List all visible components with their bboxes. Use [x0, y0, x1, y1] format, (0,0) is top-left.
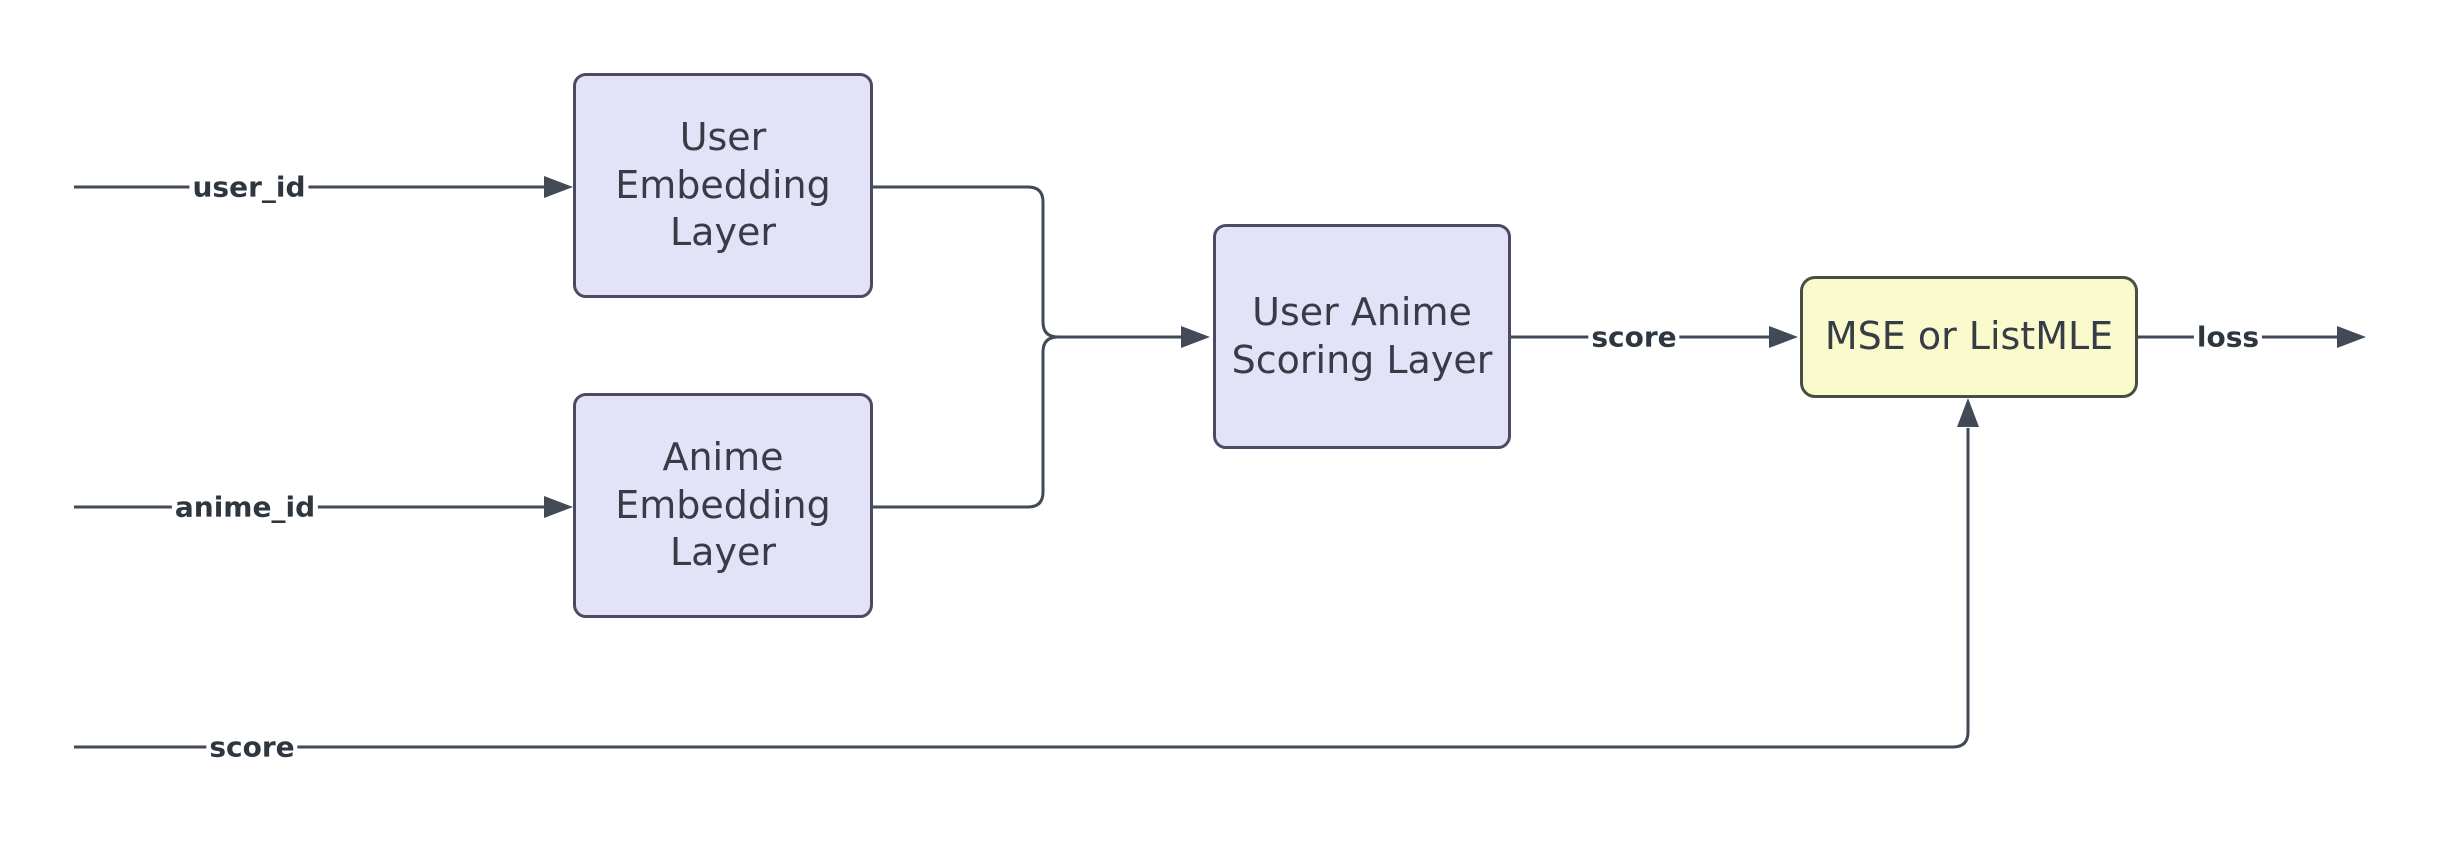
edge-user-id-arrowhead-icon: [544, 176, 573, 198]
edge-label-loss: loss: [2193, 319, 2263, 355]
edge-anime-embedding-to-merge-line: [873, 335, 1059, 509]
edge-anime-id-arrowhead-icon: [544, 496, 573, 518]
edge-label-score-feedback: score: [206, 729, 298, 765]
node-user-anime-scoring-layer: User Anime Scoring Layer: [1213, 224, 1511, 449]
node-anime-embedding-layer: Anime Embedding Layer: [573, 393, 873, 618]
edge-score-feedback-arrowhead-icon: [1957, 398, 1979, 427]
edge-label-user-id: user_id: [189, 169, 309, 205]
edge-score-feedback-line: [74, 428, 1970, 749]
edge-merge-to-scoring-arrowhead-icon: [1181, 326, 1210, 348]
edge-label-anime-id: anime_id: [171, 489, 319, 525]
edge-score-arrowhead-icon: [1769, 326, 1798, 348]
edge-loss-arrowhead-icon: [2337, 326, 2366, 348]
edge-user-embedding-to-merge-line: [873, 185, 1059, 339]
edge-label-score: score: [1588, 319, 1680, 355]
node-loss-function: MSE or ListMLE: [1800, 276, 2138, 398]
node-user-embedding-layer: User Embedding Layer: [573, 73, 873, 298]
